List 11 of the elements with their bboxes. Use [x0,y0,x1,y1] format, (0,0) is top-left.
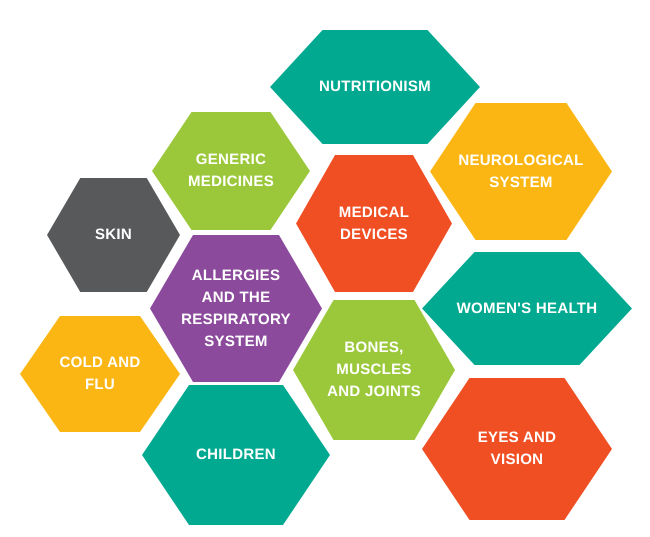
hexagon-label: NEUROLOGICAL SYSTEM [457,150,585,192]
hexagon-label: COLD AND FLU [58,353,142,395]
hexagon-label: BONES, MUSCLES AND JOINTS [326,338,422,402]
hexagon-label: CHILDREN [196,445,276,465]
hexagon-label: MEDICAL DEVICES [338,202,410,244]
hexagon-label: NUTRITIONISM [319,77,431,97]
hexagon-label: SKIN [94,225,132,245]
hexagon-label: ALLERGIES AND THE RESPIRATORY SYSTEM [180,266,292,352]
hexagon-label: WOMEN'S HEALTH [456,298,598,318]
hexagon-label: EYES AND VISION [476,428,558,470]
hexagon-label: GENERIC MEDICINES [186,150,276,192]
